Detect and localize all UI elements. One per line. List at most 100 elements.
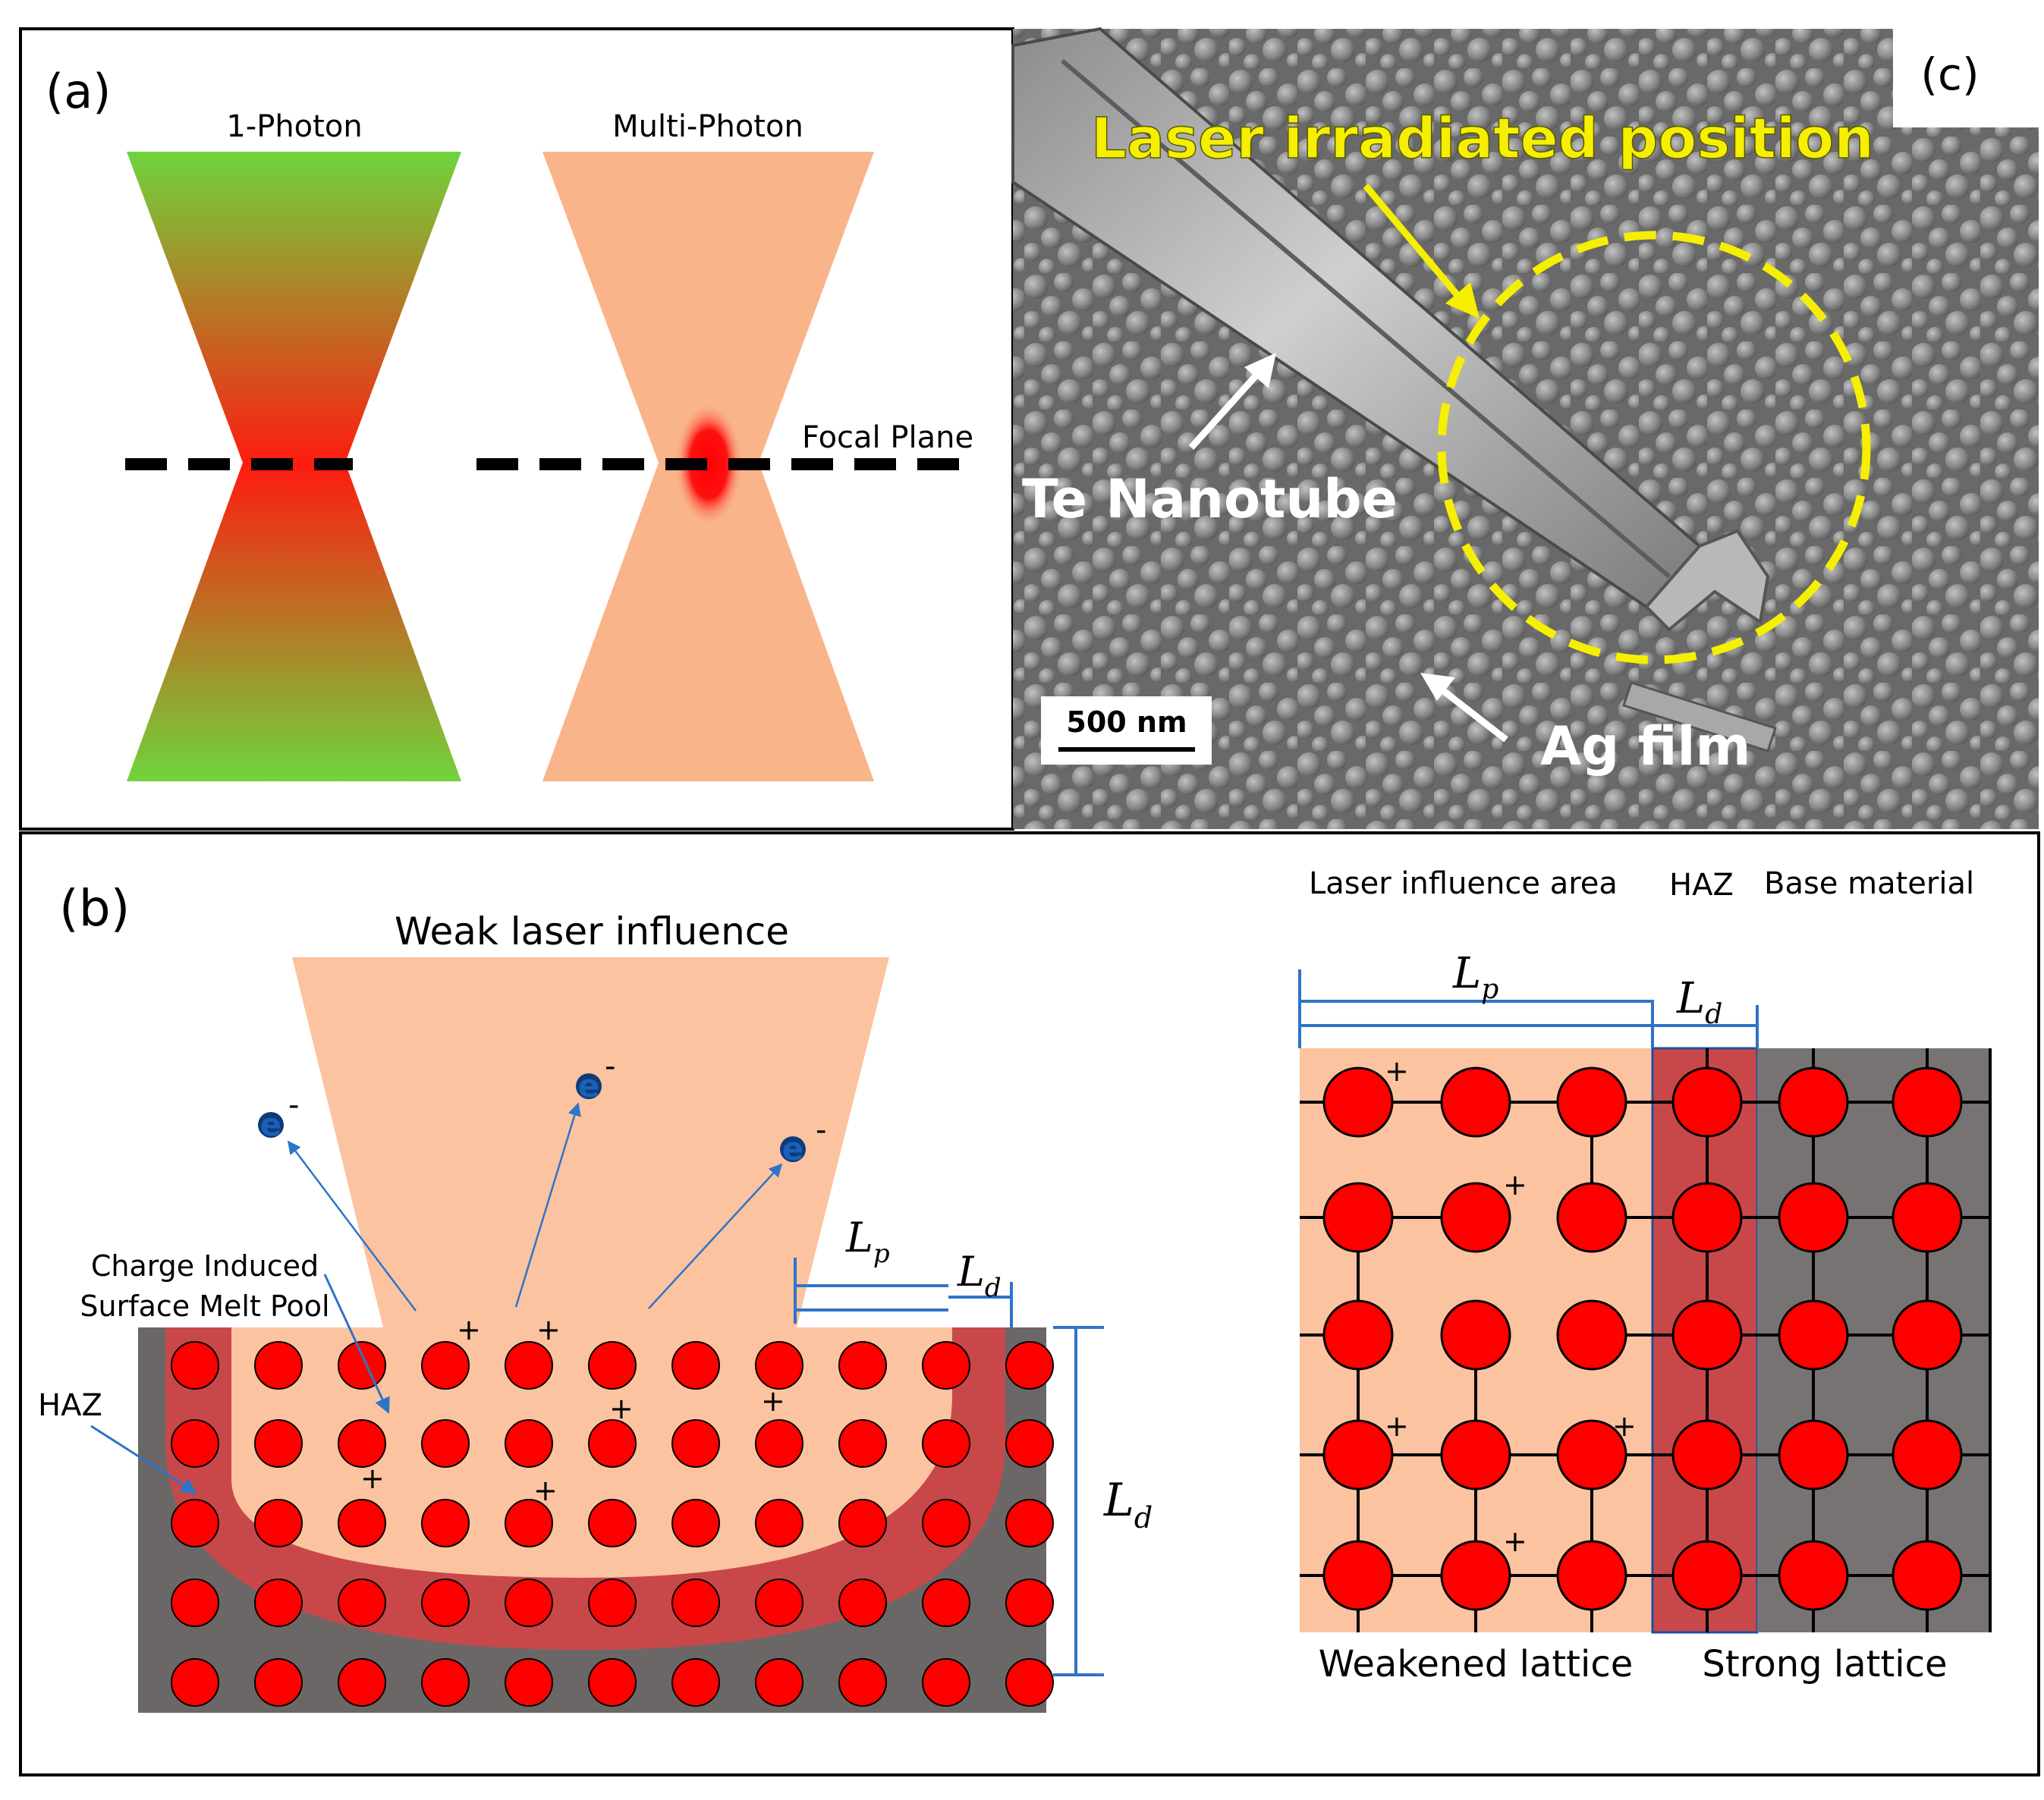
scale-bar-box — [1041, 696, 1212, 765]
atom — [588, 1341, 637, 1390]
atom — [922, 1419, 970, 1468]
electron-icon — [258, 1112, 284, 1138]
atom — [671, 1341, 720, 1390]
atom — [838, 1658, 887, 1707]
atom — [254, 1579, 303, 1627]
lattice-header-laser-area: Laser influence area — [1309, 866, 1618, 901]
te-nanotube-label: Te Nanotube — [1022, 468, 1398, 530]
atom — [671, 1419, 720, 1468]
electron-superscript: - — [288, 1088, 299, 1123]
atom — [505, 1341, 553, 1390]
atom — [171, 1341, 219, 1390]
atom — [588, 1499, 637, 1547]
atom — [588, 1579, 637, 1627]
lattice-atom — [1322, 1540, 1394, 1611]
panel-a-label: (a) — [46, 64, 111, 119]
atom — [171, 1419, 219, 1468]
laser-position-arrow — [1363, 184, 1467, 306]
atom — [421, 1658, 470, 1707]
lattice-atom — [1322, 1182, 1394, 1253]
atom — [254, 1341, 303, 1390]
lattice-charges: + + + + + — [1385, 1054, 1637, 1558]
atom — [838, 1419, 887, 1468]
atom — [1005, 1579, 1054, 1627]
lattice-schematic: Laser influence area HAZ Base material +… — [1298, 866, 1992, 1685]
ag-film-arrowhead — [1420, 673, 1455, 701]
electron-icon — [576, 1073, 602, 1099]
atom — [755, 1499, 803, 1547]
melt-pool-label-line1: Charge Induced — [91, 1249, 319, 1283]
lp-label: Lp — [845, 1214, 890, 1269]
weak-laser-label: Weak laser influence — [395, 909, 789, 953]
electrons: e - e - e - — [258, 1049, 826, 1167]
haz-pointer — [90, 1425, 197, 1494]
haz-label: HAZ — [38, 1388, 102, 1423]
atom — [838, 1579, 887, 1627]
atom — [755, 1419, 803, 1468]
multi-photon-title: Multi-Photon — [612, 109, 803, 144]
lattice-atom — [1778, 1299, 1849, 1371]
electron-symbol: e — [260, 1106, 282, 1143]
charge-plus: + — [536, 1313, 561, 1346]
lattice-atom — [1322, 1419, 1394, 1491]
atom — [171, 1499, 219, 1547]
atom — [254, 1658, 303, 1707]
scale-bar-label: 500 nm — [1066, 705, 1187, 739]
lattice-atom — [1671, 1066, 1743, 1138]
atom — [338, 1579, 386, 1627]
ag-film-label: Ag film — [1540, 715, 1750, 777]
electron-superscript: - — [605, 1049, 615, 1084]
lattice-atom — [1891, 1299, 1963, 1371]
atom — [421, 1579, 470, 1627]
lattice-header-base: Base material — [1764, 866, 1974, 901]
lattice-atom — [1778, 1066, 1849, 1138]
lattice-atom — [1440, 1066, 1511, 1138]
lattice-dimensions — [1298, 969, 1759, 1048]
lattice-lp-label: Lp — [1452, 949, 1498, 1005]
focal-plane-label: Focal Plane — [802, 420, 973, 455]
lattice-atom — [1556, 1182, 1627, 1253]
electron-icon — [780, 1136, 806, 1162]
atom — [588, 1419, 637, 1468]
lattice-atom — [1891, 1066, 1963, 1138]
lattice-atom — [1671, 1299, 1743, 1371]
atom — [421, 1341, 470, 1390]
nanotube-broken-end — [1644, 529, 1770, 632]
atom — [838, 1499, 887, 1547]
atom — [922, 1499, 970, 1547]
atom — [505, 1419, 553, 1468]
lattice-atom — [1556, 1066, 1627, 1138]
lattice-atom — [1440, 1299, 1511, 1371]
charge-plus: + — [533, 1474, 558, 1507]
atom — [171, 1658, 219, 1707]
atom — [338, 1341, 386, 1390]
charge-plus: + — [761, 1384, 785, 1418]
electron-symbol: e — [578, 1067, 600, 1104]
atom-grid — [171, 1341, 1054, 1707]
emission-arrow — [648, 1163, 783, 1309]
lattice-atom — [1440, 1540, 1511, 1611]
atom — [505, 1499, 553, 1547]
atom — [671, 1658, 720, 1707]
panel-b-label: (b) — [59, 879, 130, 938]
lattice-atom — [1891, 1182, 1963, 1253]
charge-plus: + — [1503, 1168, 1527, 1202]
lattice-atom — [1891, 1540, 1963, 1611]
lattice-atom — [1440, 1182, 1511, 1253]
lattice-atoms — [1322, 1066, 1963, 1611]
lattice-header-haz: HAZ — [1669, 868, 1734, 903]
depth-dimension — [1053, 1326, 1104, 1676]
melt-pool-label-line2: Surface Melt Pool — [80, 1290, 329, 1323]
one-photon-lower-cone — [127, 463, 461, 781]
emission-arrow — [287, 1140, 417, 1312]
atom — [1005, 1419, 1054, 1468]
atom — [254, 1499, 303, 1547]
melt-pool-pointer — [323, 1274, 390, 1414]
panel-c-label: (c) — [1920, 49, 1979, 100]
lattice-atom — [1778, 1182, 1849, 1253]
atom — [505, 1579, 553, 1627]
nanotube-fragment — [1622, 681, 1777, 752]
lattice-atom — [1671, 1419, 1743, 1491]
charge-plus: + — [457, 1313, 481, 1346]
